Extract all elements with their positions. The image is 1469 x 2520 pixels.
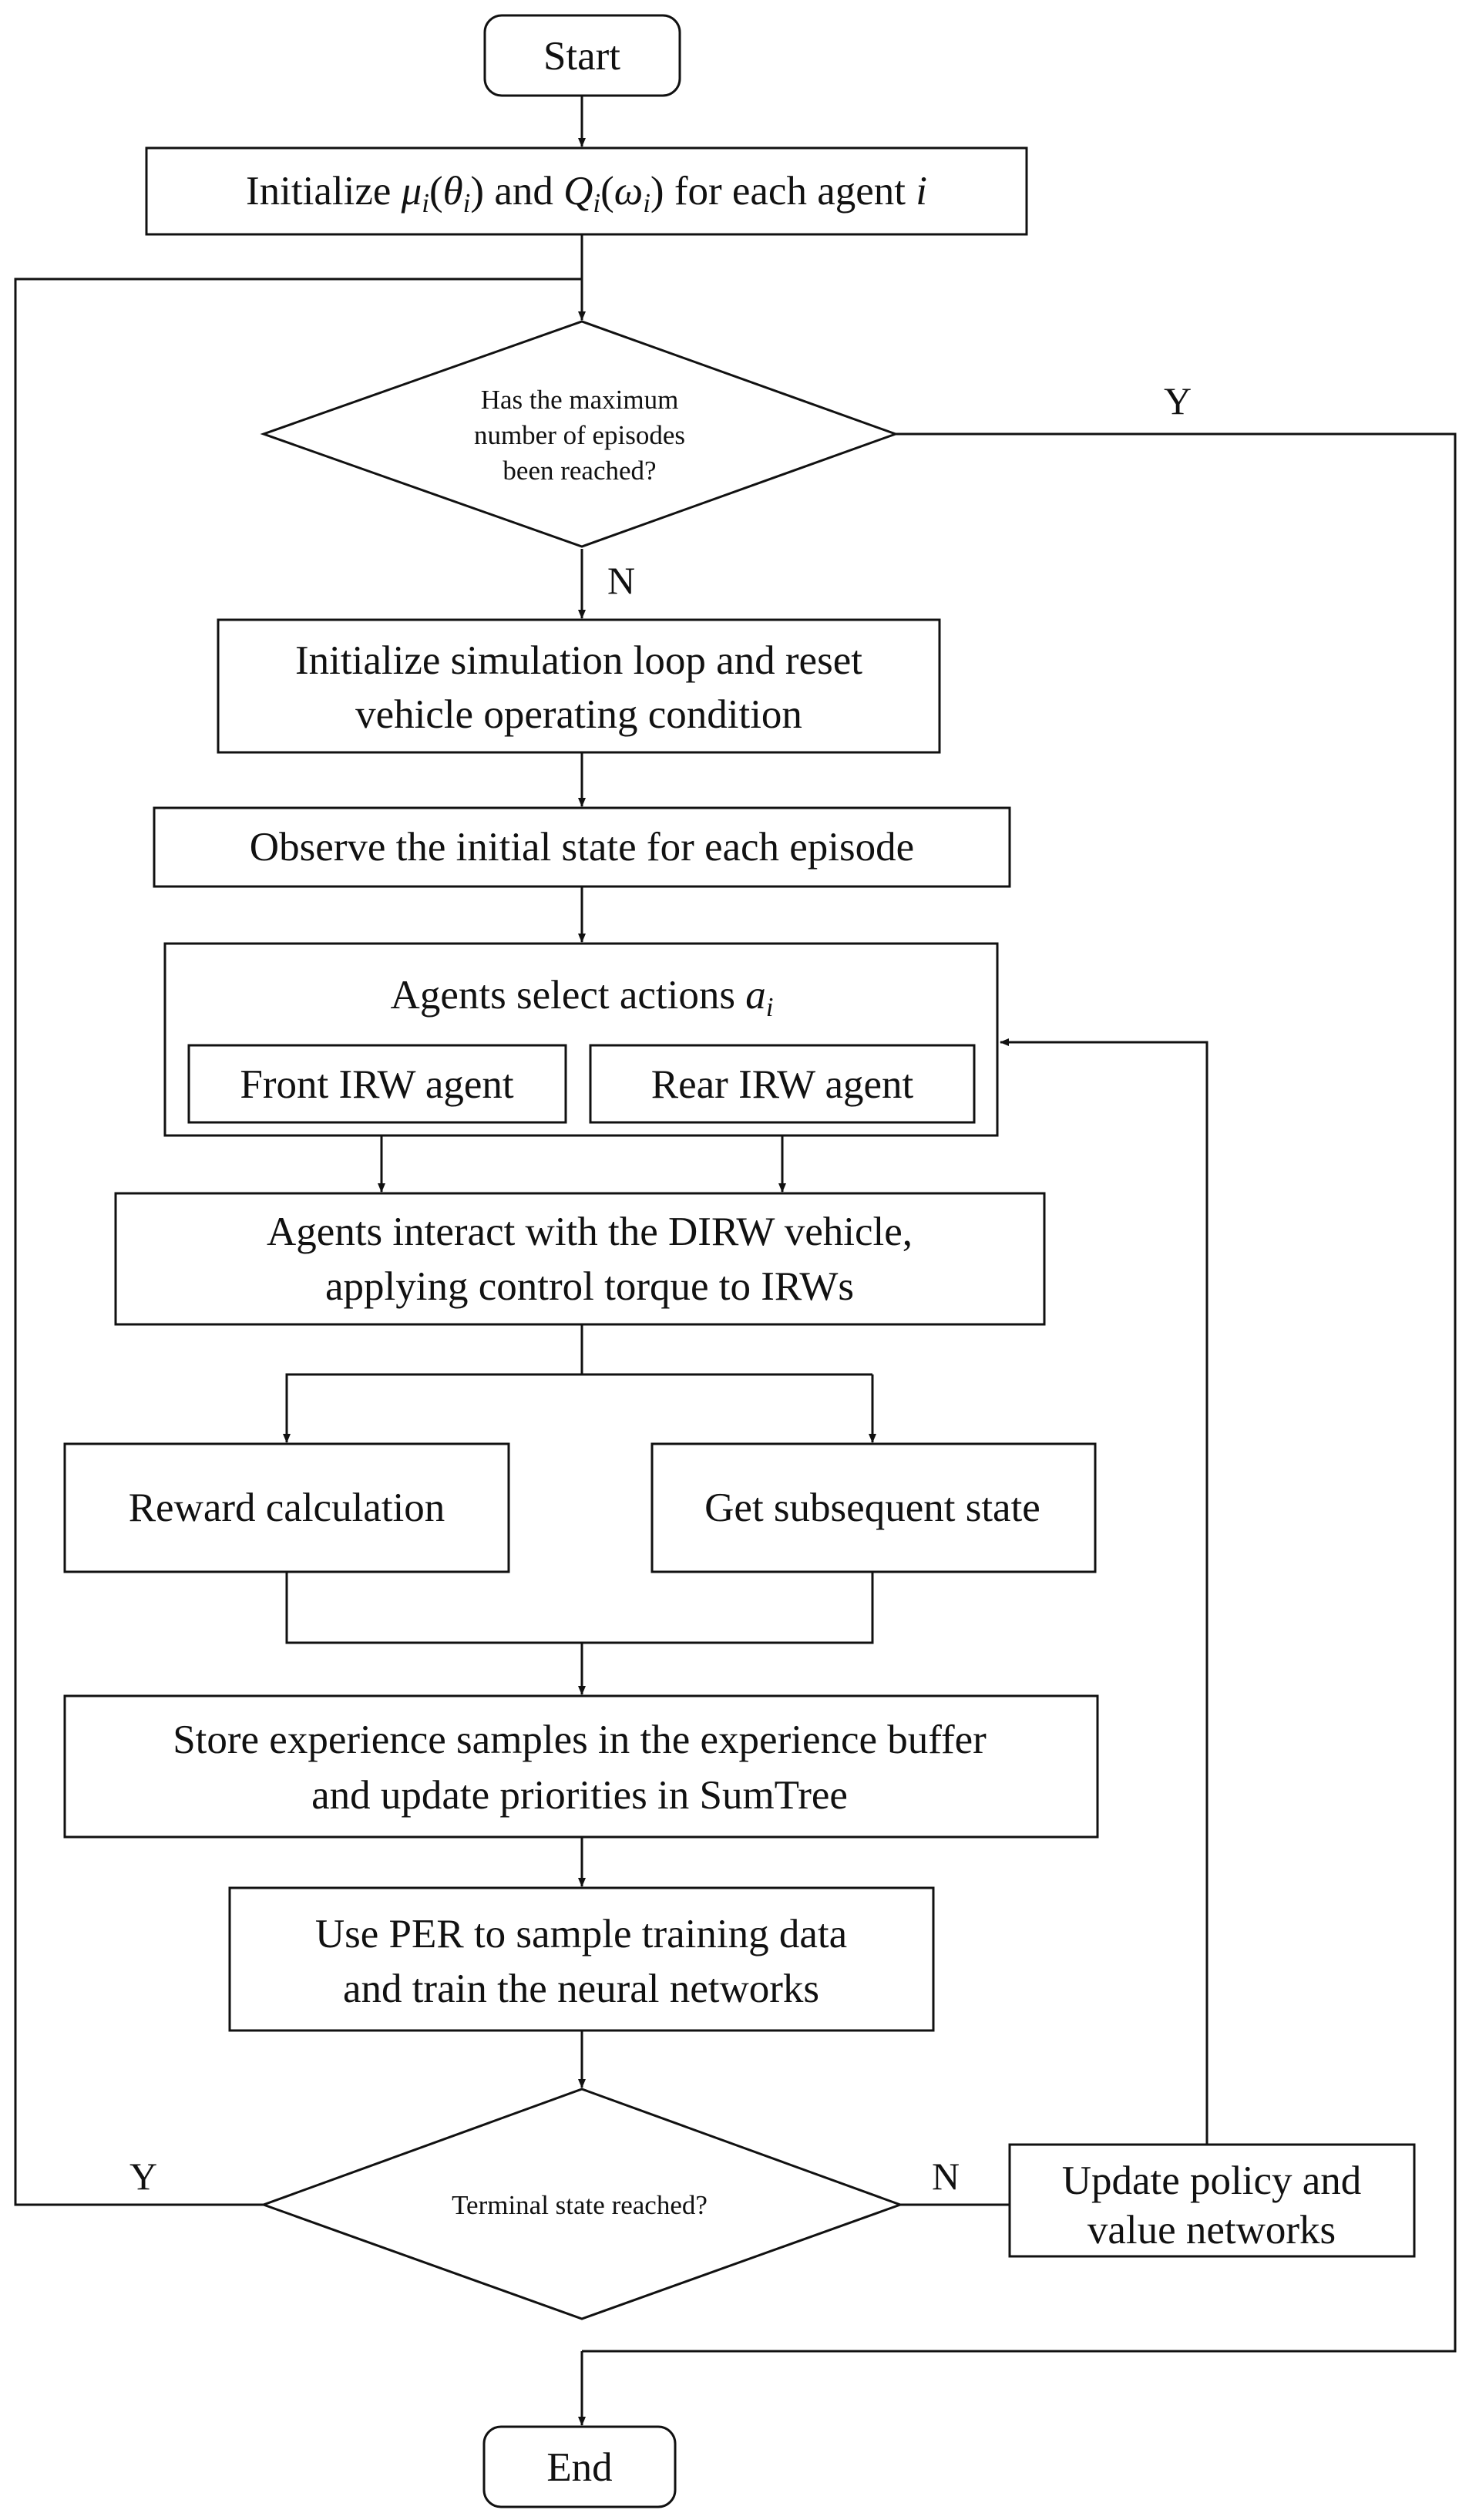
per-node: Use PER to sample training data and trai… [228, 1886, 935, 2032]
split-line [285, 1324, 583, 1442]
interact-line-1: Agents interact with the DIRW vehicle, [267, 1210, 913, 1254]
store-line-2: and update priorities in SumTree [311, 1773, 848, 1818]
terminal-no-label: N [932, 2155, 960, 2198]
update-node: Update policy and value networks [1008, 2143, 1416, 2258]
merge-line [285, 1572, 874, 1644]
agents-select-node: Agents select actions ai Front IRW agent… [163, 942, 999, 1137]
update-line-2: value networks [1087, 2208, 1336, 2253]
update-line-1: Update policy and [1062, 2158, 1362, 2203]
end-label: End [546, 2445, 612, 2490]
store-line-1: Store experience samples in the experien… [173, 1718, 987, 1762]
max-episodes-line-3: been reached? [503, 456, 656, 486]
init-sim-node: Initialize simulation loop and reset veh… [217, 618, 941, 754]
max-episodes-line-1: Has the maximum [481, 385, 679, 415]
max-episodes-decision: Has the maximum number of episodes been … [260, 320, 899, 548]
max-episodes-line-2: number of episodes [474, 420, 685, 450]
interact-node: Agents interact with the DIRW vehicle, a… [114, 1192, 1046, 1326]
terminal-decision: Terminal state reached? [260, 2088, 904, 2320]
terminal-yes-label: Y [129, 2155, 157, 2198]
rear-agent-box [589, 1044, 976, 1124]
per-line-1: Use PER to sample training data [315, 1912, 847, 1956]
loop-back-line [14, 278, 582, 2206]
max-episodes-no-label: N [607, 559, 635, 602]
reward-label: Reward calculation [129, 1485, 445, 1530]
init-agents-node: Initialize μi(θi) and Qi(ωi) for each ag… [145, 146, 1028, 236]
max-episodes-yes-label: Y [1164, 379, 1192, 422]
end-node: End [482, 2425, 677, 2508]
subsequent-label: Get subsequent state [704, 1485, 1040, 1530]
init-agents-label: Initialize μi(θi) and Qi(ωi) for each ag… [246, 169, 927, 218]
start-label: Start [543, 34, 620, 79]
init-sim-line-1: Initialize simulation loop and reset [295, 638, 862, 683]
terminal-label: Terminal state reached? [452, 2190, 708, 2220]
observe-label: Observe the initial state for each episo… [250, 825, 914, 870]
front-agent-box [187, 1044, 567, 1124]
connectors [14, 96, 1457, 2426]
interact-line-2: applying control torque to IRWs [325, 1264, 854, 1309]
subsequent-node: Get subsequent state [650, 1442, 1097, 1573]
init-sim-line-2: vehicle operating condition [355, 692, 802, 737]
per-line-2: and train the neural networks [343, 1967, 819, 2011]
front-agent-label: Front IRW agent [240, 1062, 514, 1107]
store-node: Store experience samples in the experien… [63, 1694, 1099, 1839]
line-max-yes-to-end [582, 432, 1457, 2353]
agents-select-label: Agents select actions ai [391, 973, 774, 1022]
reward-node: Reward calculation [63, 1442, 510, 1573]
arrow-update-back-to-select [1000, 1038, 1208, 2145]
observe-node: Observe the initial state for each episo… [153, 806, 1011, 888]
start-node: Start [483, 14, 681, 97]
rear-agent-label: Rear IRW agent [651, 1062, 914, 1107]
